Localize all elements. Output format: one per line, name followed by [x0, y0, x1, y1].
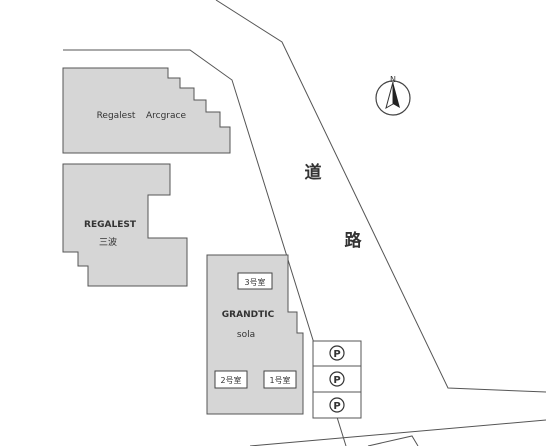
room-3-label: 3号室 — [244, 277, 265, 287]
room-2-label: 2号室 — [220, 375, 241, 385]
road-label-2: 路 — [345, 230, 363, 251]
parking-area: P P P — [312, 340, 362, 419]
building-grandtic-sola: 3号室 GRANDTIC sola 2号室 1号室 — [206, 254, 304, 415]
room-2 — [214, 370, 248, 389]
room-1 — [263, 370, 297, 389]
building-label-regalest: Regalest — [97, 111, 136, 121]
room-1-label: 1号室 — [269, 375, 290, 385]
building-regalest-arcgrace: Regalest Arcgrace — [62, 67, 231, 154]
north-arrow-icon: N — [375, 75, 411, 116]
parking-icon: P — [329, 345, 345, 361]
road-edge-left — [63, 49, 347, 446]
parking-symbol-1: P — [333, 349, 340, 360]
building-label-grandtic: GRANDTIC — [222, 310, 275, 320]
building-regalest-mitsunami: REGALEST 三波 — [62, 163, 188, 287]
building-label-sola: sola — [237, 330, 255, 340]
parking-symbol-3: P — [333, 401, 340, 412]
building-label-mitsunami: 三波 — [99, 236, 117, 248]
parking-symbol-2: P — [333, 375, 340, 386]
road-edge-bottom — [249, 419, 546, 446]
building-label-arcgrace: Arcgrace — [146, 111, 186, 121]
parking-icon: P — [329, 397, 345, 413]
building-label-regalest-caps: REGALEST — [84, 220, 137, 230]
road-edge-bottom-2 — [367, 435, 419, 446]
road-label-1: 道 — [305, 162, 322, 183]
room-3 — [237, 272, 273, 290]
compass-north-label: N — [390, 75, 396, 84]
parking-icon: P — [329, 371, 345, 387]
road-edge-right — [215, 0, 546, 393]
